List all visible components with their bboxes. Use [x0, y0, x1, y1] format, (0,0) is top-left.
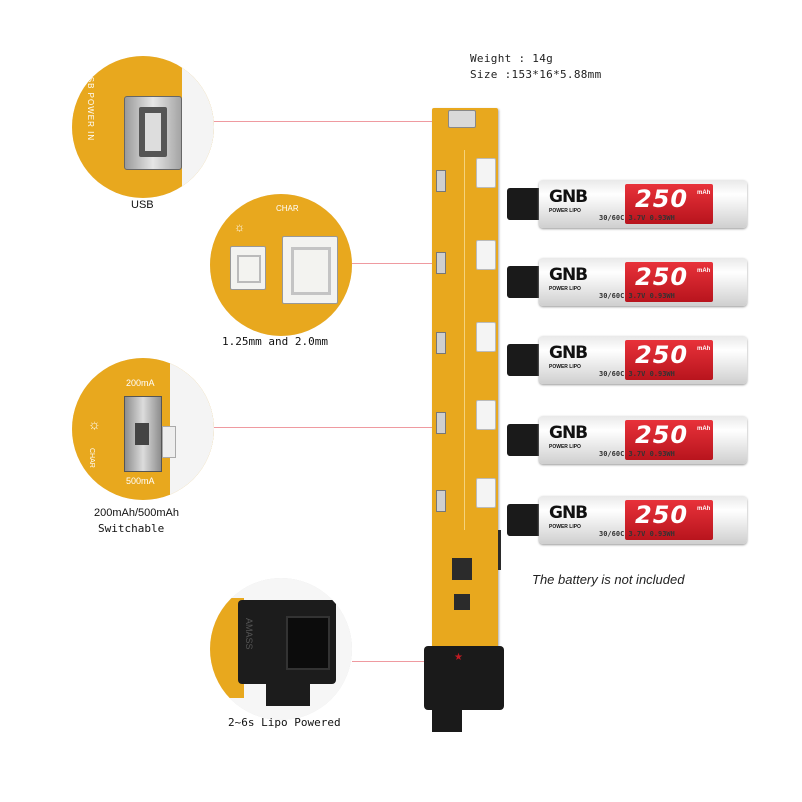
board-switch-2: [436, 252, 446, 274]
switch-zoom-circle: 200mA 500mA CHAR ☼: [72, 358, 214, 500]
battery-spec: 30/60C 3.7V 0.93WH: [599, 370, 675, 378]
connector-caption: 1.25mm and 2.0mm: [222, 335, 328, 348]
battery-unit: mAh: [697, 190, 711, 196]
usb-leader-line: [212, 121, 448, 122]
board-edge-label: [498, 530, 501, 570]
board-switch-1: [436, 170, 446, 192]
board-switch-5: [436, 490, 446, 512]
sun-icon: ☼: [234, 220, 245, 234]
battery-sub: POWER LIPO: [549, 208, 581, 214]
battery-brand: GNB: [549, 343, 588, 363]
switch-caption-line2: Switchable: [98, 522, 165, 535]
board-connector-2: [476, 240, 496, 270]
battery-not-included-note: The battery is not included: [532, 572, 685, 587]
battery-sub: POWER LIPO: [549, 364, 581, 370]
battery-brand: GNB: [549, 503, 588, 523]
xt30-connector-icon: AMASS: [238, 600, 336, 684]
battery-capacity: 250: [635, 341, 689, 369]
switch-leader-line: [212, 427, 436, 428]
switch-silk-bottom: 500mA: [126, 476, 155, 486]
board-connector-4: [476, 400, 496, 430]
xt30-caption: 2~6s Lipo Powered: [228, 716, 341, 729]
switch-silk-top: 200mA: [126, 378, 155, 388]
battery-unit: mAh: [697, 346, 711, 352]
usb-zoom-circle: USB POWER IN: [72, 56, 214, 198]
battery-brand: GNB: [549, 423, 588, 443]
board-connector-3: [476, 322, 496, 352]
battery-1: GNB POWER LIPO 250 mAh 30/60C 3.7V 0.93W…: [507, 180, 747, 228]
battery-sub: POWER LIPO: [549, 524, 581, 530]
board-connector-1: [476, 158, 496, 188]
board-ic: [454, 594, 470, 610]
switch-knob-icon: [162, 426, 176, 458]
connector-leader-line: [350, 263, 486, 264]
battery-capacity: 250: [635, 185, 689, 213]
battery-unit: mAh: [697, 426, 711, 432]
battery-unit: mAh: [697, 506, 711, 512]
battery-unit: mAh: [697, 268, 711, 274]
battery-2: GNB POWER LIPO 250 mAh 30/60C 3.7V 0.93W…: [507, 258, 747, 306]
light-icon: ☼: [88, 416, 101, 432]
usb-caption: USB: [131, 199, 154, 211]
switch-caption-line1: 200mAh/500mAh: [94, 507, 179, 519]
jst-ph20-connector-icon: [282, 236, 338, 304]
xt30-zoom-circle: AMASS: [210, 578, 352, 720]
jst-125-connector-icon: [230, 246, 266, 290]
battery-3: GNB POWER LIPO 250 mAh 30/60C 3.7V 0.93W…: [507, 336, 747, 384]
board-switch-4: [436, 412, 446, 434]
connector-zoom-circle: CHAR ☼: [210, 194, 352, 336]
battery-5: GNB POWER LIPO 250 mAh 30/60C 3.7V 0.93W…: [507, 496, 747, 544]
connector-silkscreen: CHAR: [276, 204, 299, 213]
battery-capacity: 250: [635, 421, 689, 449]
board-connector-5: [476, 478, 496, 508]
battery-4: GNB POWER LIPO 250 mAh 30/60C 3.7V 0.93W…: [507, 416, 747, 464]
slide-switch-icon: [124, 396, 162, 472]
xt30-leader-line: [352, 661, 446, 662]
battery-spec: 30/60C 3.7V 0.93WH: [599, 450, 675, 458]
battery-spec: 30/60C 3.7V 0.93WH: [599, 214, 675, 222]
board-usb-port: [448, 110, 476, 128]
weight-spec: Weight : 14g: [470, 52, 554, 65]
board-switch-3: [436, 332, 446, 354]
battery-spec: 30/60C 3.7V 0.93WH: [599, 530, 675, 538]
board-xt30-connector: ★: [424, 646, 504, 710]
size-spec: Size :153*16*5.88mm: [470, 68, 602, 81]
battery-sub: POWER LIPO: [549, 444, 581, 450]
battery-brand: GNB: [549, 265, 588, 285]
board-trace: [464, 150, 465, 530]
usb-port-icon: [124, 96, 182, 170]
battery-sub: POWER LIPO: [549, 286, 581, 292]
battery-capacity: 250: [635, 263, 689, 291]
usb-silkscreen: USB POWER IN: [86, 70, 95, 142]
xt30-silkscreen: AMASS: [244, 618, 254, 650]
switch-silk-side: CHAR: [88, 448, 95, 468]
battery-brand: GNB: [549, 187, 588, 207]
battery-capacity: 250: [635, 501, 689, 529]
battery-spec: 30/60C 3.7V 0.93WH: [599, 292, 675, 300]
board-inductor: [452, 558, 472, 580]
